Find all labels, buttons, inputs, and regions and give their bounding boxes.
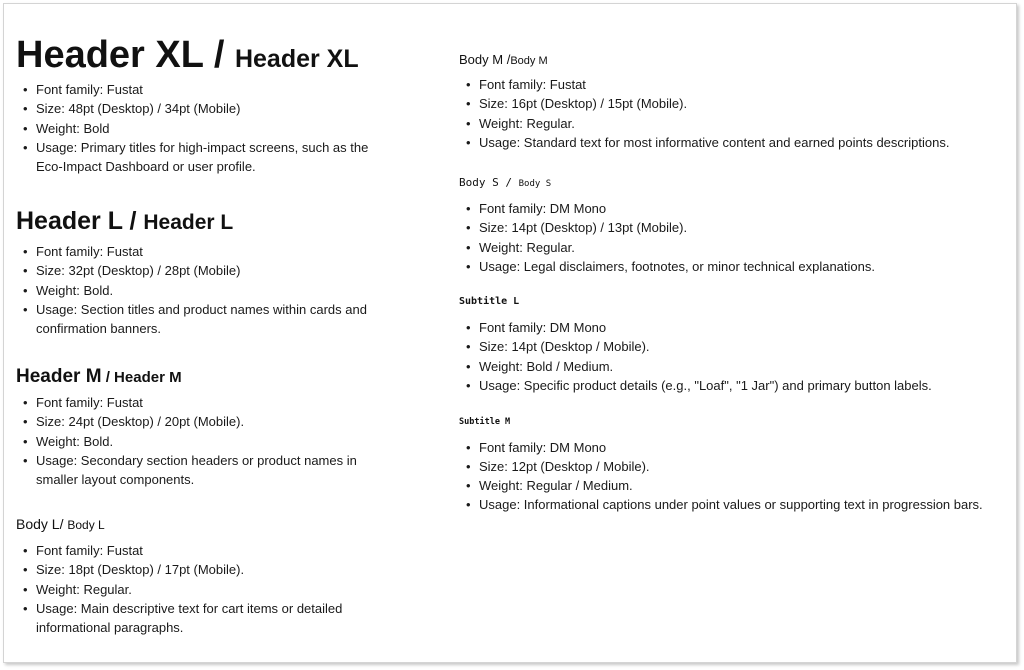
title-mobile: Header L	[143, 211, 234, 234]
list-item: Size: 16pt (Desktop) / 15pt (Mobile).	[459, 94, 1009, 114]
spec-list: Font family: Fustat Size: 48pt (Desktop)…	[16, 80, 396, 176]
title-separator: /	[59, 516, 68, 532]
title-separator: /	[101, 369, 115, 386]
list-item: Size: 18pt (Desktop) / 17pt (Mobile).	[16, 560, 396, 580]
list-item: Font family: Fustat	[16, 393, 396, 413]
title-mobile: Header M	[114, 369, 182, 386]
spec-list: Font family: Fustat Size: 24pt (Desktop)…	[16, 393, 396, 489]
spec-list: Font family: DM Mono Size: 14pt (Desktop…	[459, 318, 1009, 395]
title-separator: /	[498, 176, 519, 189]
section-title: Header L / Header L	[16, 209, 396, 234]
list-item: Weight: Regular.	[459, 114, 1009, 134]
section-title: Header M / Header M	[16, 367, 396, 386]
title-main: Body S	[459, 176, 499, 189]
section-body-m: Body M /Body M Font family: Fustat Size:…	[459, 53, 1009, 152]
title-main: Body L	[16, 516, 60, 532]
list-item: Font family: Fustat	[16, 541, 396, 561]
list-item: Usage: Legal disclaimers, footnotes, or …	[459, 257, 1009, 277]
list-item: Font family: Fustat	[459, 75, 1009, 95]
title-separator: /	[122, 207, 144, 235]
section-header-xl: Header XL / Header XL Font family: Fusta…	[16, 36, 396, 176]
section-title: Body L/ Body L	[16, 517, 396, 531]
list-item: Weight: Bold.	[16, 281, 396, 301]
list-item: Weight: Bold.	[16, 432, 396, 452]
section-subtitle-l: Subtitle L Font family: DM Mono Size: 14…	[459, 296, 1009, 396]
title-mobile: Body M	[510, 55, 548, 67]
list-item: Font family: DM Mono	[459, 199, 1009, 219]
spec-list: Font family: Fustat Size: 16pt (Desktop)…	[459, 75, 1009, 152]
title-main: Body M	[459, 52, 504, 67]
title-separator: /	[203, 34, 235, 76]
section-body-s: Body S / Body S Font family: DM Mono Siz…	[459, 177, 1009, 276]
list-item: Size: 12pt (Desktop / Mobile).	[459, 457, 1019, 477]
section-title: Body M /Body M	[459, 53, 1009, 67]
title-mobile: Body S	[518, 179, 552, 189]
list-item: Usage: Primary titles for high-impact sc…	[16, 138, 396, 177]
spec-list: Font family: DM Mono Size: 12pt (Desktop…	[459, 438, 1019, 515]
title-main: Header L	[16, 207, 123, 235]
section-title: Header XL / Header XL	[16, 36, 396, 74]
section-title: Subtitle L	[459, 296, 520, 307]
section-header-m: Header M / Header M Font family: Fustat …	[16, 367, 396, 489]
list-item: Usage: Secondary section headers or prod…	[16, 451, 396, 490]
section-title: Body S / Body S	[459, 177, 1009, 189]
list-item: Weight: Regular.	[459, 238, 1009, 258]
list-item: Font family: DM Mono	[459, 438, 1019, 458]
section-subtitle-m: Subtitle M Font family: DM Mono Size: 12…	[459, 418, 1019, 515]
spec-list: Font family: DM Mono Size: 14pt (Desktop…	[459, 199, 1009, 276]
list-item: Font family: Fustat	[16, 80, 396, 100]
spec-list: Font family: Fustat Size: 32pt (Desktop)…	[16, 242, 396, 338]
list-item: Weight: Bold / Medium.	[459, 357, 1009, 377]
list-item: Usage: Section titles and product names …	[16, 300, 396, 339]
list-item: Usage: Standard text for most informativ…	[459, 133, 1009, 153]
list-item: Weight: Regular.	[16, 580, 396, 600]
list-item: Size: 14pt (Desktop) / 13pt (Mobile).	[459, 218, 1009, 238]
list-item: Size: 32pt (Desktop) / 28pt (Mobile)	[16, 261, 396, 281]
spec-list: Font family: Fustat Size: 18pt (Desktop)…	[16, 541, 396, 637]
list-item: Size: 14pt (Desktop / Mobile).	[459, 337, 1009, 357]
list-item: Weight: Regular / Medium.	[459, 476, 1019, 496]
list-item: Size: 48pt (Desktop) / 34pt (Mobile)	[16, 99, 396, 119]
list-item: Size: 24pt (Desktop) / 20pt (Mobile).	[16, 412, 396, 432]
list-item: Weight: Bold	[16, 119, 396, 139]
list-item: Usage: Informational captions under poin…	[459, 495, 1019, 515]
title-mobile: Body L	[67, 518, 105, 532]
list-item: Usage: Specific product details (e.g., "…	[459, 376, 1009, 396]
title-main: Header M	[16, 366, 102, 387]
title-separator: /	[503, 52, 511, 67]
title-mobile: Header XL	[234, 45, 359, 73]
section-header-l: Header L / Header L Font family: Fustat …	[16, 209, 396, 338]
section-body-l: Body L/ Body L Font family: Fustat Size:…	[16, 517, 396, 637]
list-item: Font family: Fustat	[16, 242, 396, 262]
section-title: Subtitle M	[459, 417, 511, 427]
list-item: Font family: DM Mono	[459, 318, 1009, 338]
list-item: Usage: Main descriptive text for cart it…	[16, 599, 396, 638]
title-main: Header XL	[16, 34, 204, 76]
